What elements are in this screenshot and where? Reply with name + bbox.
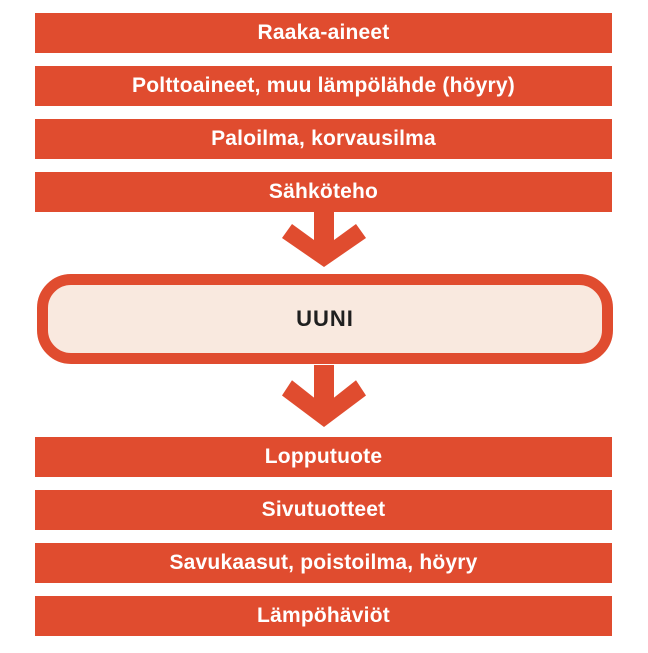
process-label: UUNI	[296, 306, 354, 331]
input-bar-electric-power: Sähköteho	[35, 172, 612, 212]
input-bar-fuels-heat-source: Polttoaineet, muu lämpölähde (höyry)	[35, 66, 612, 106]
down-arrow-icon	[282, 365, 366, 427]
process-box-uuni: UUNI	[37, 274, 613, 364]
input-bar-combustion-air: Paloilma, korvausilma	[35, 119, 612, 159]
output-bar-end-product: Lopputuote	[35, 437, 612, 477]
output-bar-flue-gases: Savukaasut, poistoilma, höyry	[35, 543, 612, 583]
output-bar-by-products: Sivutuotteet	[35, 490, 612, 530]
output-bar-heat-losses: Lämpöhäviöt	[35, 596, 612, 636]
input-bar-raw-materials: Raaka-aineet	[35, 13, 612, 53]
down-arrow-icon	[282, 210, 366, 267]
